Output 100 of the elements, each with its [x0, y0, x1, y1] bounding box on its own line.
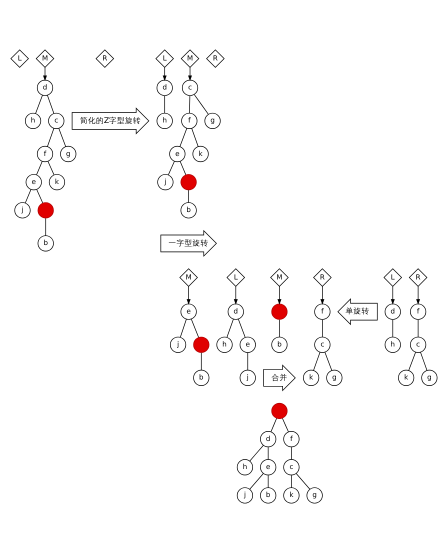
connector	[24, 188, 32, 203]
node-circle: f	[181, 112, 198, 129]
node-circle: e	[180, 303, 197, 320]
connector	[249, 472, 264, 490]
connector	[268, 474, 269, 488]
connector	[58, 127, 66, 146]
node-circle: d	[156, 79, 173, 96]
connector	[291, 446, 292, 460]
node-circle	[38, 202, 54, 218]
node-circle: k	[398, 369, 414, 386]
connector	[420, 351, 428, 370]
node-circle: h	[236, 458, 254, 475]
connector	[180, 127, 188, 146]
node-diamond: R	[408, 268, 428, 286]
connector	[191, 127, 199, 146]
node-circle: c	[314, 336, 330, 352]
node-diamond: R	[96, 48, 114, 68]
node-circle: c	[410, 336, 426, 352]
node-circle: c	[182, 79, 198, 96]
node-circle: j	[240, 369, 256, 386]
connector	[47, 127, 54, 146]
node-diamond: L	[383, 268, 402, 286]
node-circle: c	[48, 112, 64, 129]
connector	[36, 188, 44, 203]
node-circle: j	[157, 174, 174, 190]
node-diamond: M	[270, 268, 289, 286]
connector	[322, 318, 323, 337]
node-circle: d	[36, 79, 54, 96]
node-circle: k	[303, 369, 320, 386]
node-circle: e	[240, 336, 256, 352]
connector	[324, 351, 332, 370]
node-circle: k	[48, 174, 66, 190]
arrow	[320, 286, 324, 304]
connector	[45, 218, 46, 236]
arrow	[390, 286, 395, 304]
connector	[291, 474, 292, 488]
node-circle	[193, 336, 210, 352]
node-circle: f	[314, 303, 330, 320]
connector	[47, 94, 54, 114]
node-circle: b	[180, 202, 197, 218]
connector	[226, 318, 234, 338]
connector	[180, 160, 186, 175]
node-circle: k	[192, 145, 209, 162]
node-circle	[180, 174, 197, 190]
node-circle: b	[260, 486, 276, 504]
node-circle: h	[156, 112, 173, 129]
node-diamond: M	[180, 48, 200, 68]
arrow	[188, 66, 192, 81]
node-circle: e	[260, 458, 276, 475]
node-circle: b	[38, 234, 54, 251]
connector	[189, 95, 190, 113]
connector	[168, 160, 175, 175]
node-circle: f	[283, 430, 300, 447]
arrow	[186, 286, 191, 304]
node-circle: g	[421, 369, 438, 386]
node-circle: k	[283, 486, 300, 504]
node-diamond: M	[179, 268, 198, 286]
arrow	[43, 66, 47, 81]
connector	[190, 318, 199, 338]
connector	[296, 472, 310, 490]
node-circle	[271, 402, 288, 419]
node-diamond: L	[10, 48, 29, 68]
connector	[268, 446, 269, 460]
connector	[247, 352, 248, 370]
node-circle: e	[169, 145, 186, 162]
node-circle: j	[236, 486, 254, 504]
connector	[408, 351, 416, 370]
node-circle: b	[271, 336, 288, 352]
node-circle: h	[24, 112, 42, 129]
node-diamond: R	[313, 268, 332, 286]
node-diamond: L	[226, 268, 246, 286]
node-circle: c	[283, 458, 300, 475]
node-circle: f	[36, 145, 54, 162]
node-diamond: L	[155, 48, 174, 68]
connector	[200, 352, 202, 370]
connector	[249, 444, 264, 461]
connector	[238, 318, 246, 338]
node-circle: b	[193, 369, 210, 386]
node-circle: h	[216, 336, 233, 352]
connector	[35, 94, 43, 114]
connector	[36, 160, 43, 175]
node-circle	[271, 303, 288, 320]
node-circle: g	[306, 486, 323, 504]
connector	[270, 418, 277, 432]
connector	[164, 95, 166, 113]
node-circle: j	[14, 202, 31, 218]
node-diamond: R	[206, 48, 225, 68]
node-circle: g	[60, 145, 76, 162]
node-circle: g	[204, 112, 221, 129]
connector	[48, 160, 54, 175]
node-circle: e	[26, 174, 42, 190]
connector	[313, 351, 320, 370]
arrow	[277, 286, 282, 304]
connector	[392, 318, 394, 337]
connector	[194, 94, 209, 114]
connector	[282, 418, 289, 432]
node-circle: d	[384, 303, 401, 320]
node-circle: h	[384, 336, 401, 352]
connector	[279, 318, 280, 337]
arrow	[416, 286, 420, 304]
